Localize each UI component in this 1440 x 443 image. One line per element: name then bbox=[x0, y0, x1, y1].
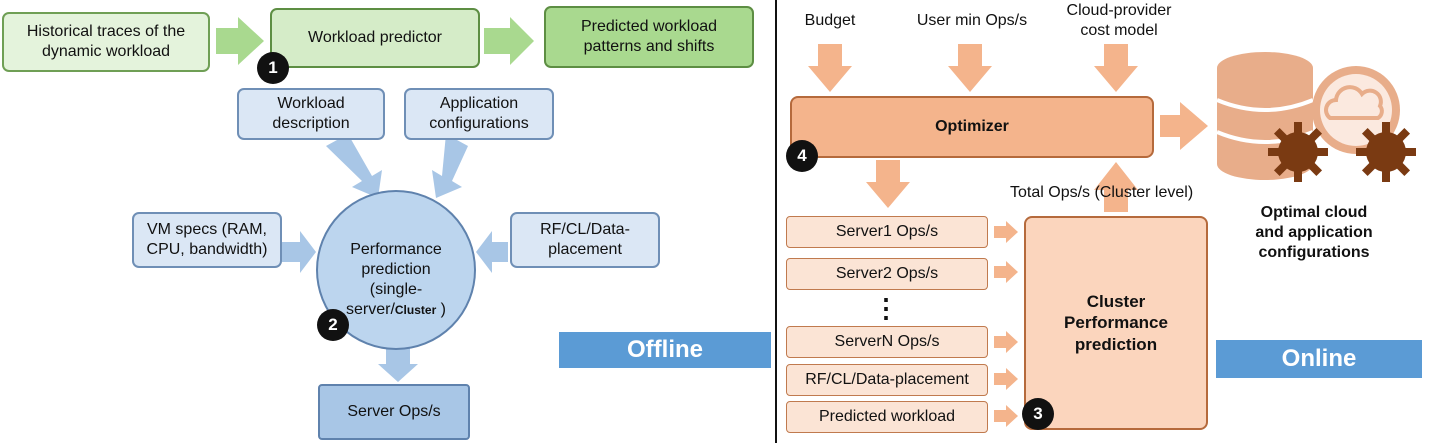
cluster-performance-prediction-box: Cluster Performance prediction bbox=[1024, 216, 1208, 430]
predicted-workload-box: Predicted workload bbox=[786, 401, 988, 433]
gear-icon bbox=[1356, 122, 1416, 182]
arrow-total-up bbox=[1094, 162, 1138, 212]
step-badge-4: 4 bbox=[786, 140, 818, 172]
arrow-server2 bbox=[994, 261, 1018, 283]
server1-ops-box: Server1 Ops/s bbox=[786, 216, 988, 248]
arrow-rf-to-prediction bbox=[476, 231, 508, 273]
performance-prediction-circle: Performance prediction (single- server/C… bbox=[316, 190, 476, 350]
arrow-usermin-down bbox=[948, 44, 992, 92]
arrow-predictor-to-patterns bbox=[484, 17, 534, 65]
rf-cl-data-placement-box: RF/CL/Data- placement bbox=[510, 212, 660, 268]
arrow-optimizer-to-configs bbox=[1160, 102, 1208, 150]
arrow-predicted-workload bbox=[994, 405, 1018, 427]
vm-specs-box: VM specs (RAM, CPU, bandwidth) bbox=[132, 212, 282, 268]
arrow-optimizer-down bbox=[866, 160, 910, 208]
application-configurations-box: Application configurations bbox=[404, 88, 554, 140]
arrow-vm-to-prediction bbox=[282, 231, 316, 273]
arrow-cost-down bbox=[1094, 44, 1138, 92]
step-badge-1: 1 bbox=[257, 52, 289, 84]
total-ops-label: Total Ops/s (Cluster level) bbox=[1010, 184, 1194, 201]
optimal-configurations-label: Optimal cloud and application configurat… bbox=[1255, 204, 1373, 261]
cloud-icon bbox=[1312, 66, 1400, 154]
budget-label: Budget bbox=[804, 12, 856, 29]
step-badge-2: 2 bbox=[317, 309, 349, 341]
server2-ops-box: Server2 Ops/s bbox=[786, 258, 988, 290]
predicted-patterns-box: Predicted workload patterns and shifts bbox=[544, 6, 754, 68]
online-label: Online bbox=[1216, 340, 1422, 378]
arrow-description-to-prediction bbox=[326, 134, 382, 198]
step-badge-3: 3 bbox=[1022, 398, 1054, 430]
optimizer-box: Optimizer bbox=[790, 96, 1154, 158]
gear-icon bbox=[1268, 122, 1328, 182]
arrow-serverN bbox=[994, 331, 1018, 353]
rf-cl-online-box: RF/CL/Data-placement bbox=[786, 364, 988, 396]
historical-traces-box: Historical traces of the dynamic workloa… bbox=[2, 12, 210, 72]
arrow-historical-to-predictor bbox=[216, 17, 264, 65]
workload-predictor-box: Workload predictor bbox=[270, 8, 480, 68]
vertical-ellipsis: ⋮ bbox=[873, 292, 899, 323]
server-ops-box: Server Ops/s bbox=[318, 384, 470, 440]
user-min-ops-label: User min Ops/s bbox=[916, 12, 1028, 29]
arrow-budget-down bbox=[808, 44, 852, 92]
arrow-rf-online bbox=[994, 368, 1018, 390]
offline-label: Offline bbox=[559, 332, 771, 368]
workload-description-box: Workload description bbox=[237, 88, 385, 140]
performance-prediction-label: Performance prediction (single- server/C… bbox=[345, 241, 447, 318]
arrow-server1 bbox=[994, 221, 1018, 243]
cloud-cost-model-label: Cloud-provider cost model bbox=[1066, 2, 1172, 39]
serverN-ops-box: ServerN Ops/s bbox=[786, 326, 988, 358]
arrow-prediction-to-serverops bbox=[378, 348, 418, 382]
arrow-configs-to-prediction bbox=[432, 134, 468, 198]
